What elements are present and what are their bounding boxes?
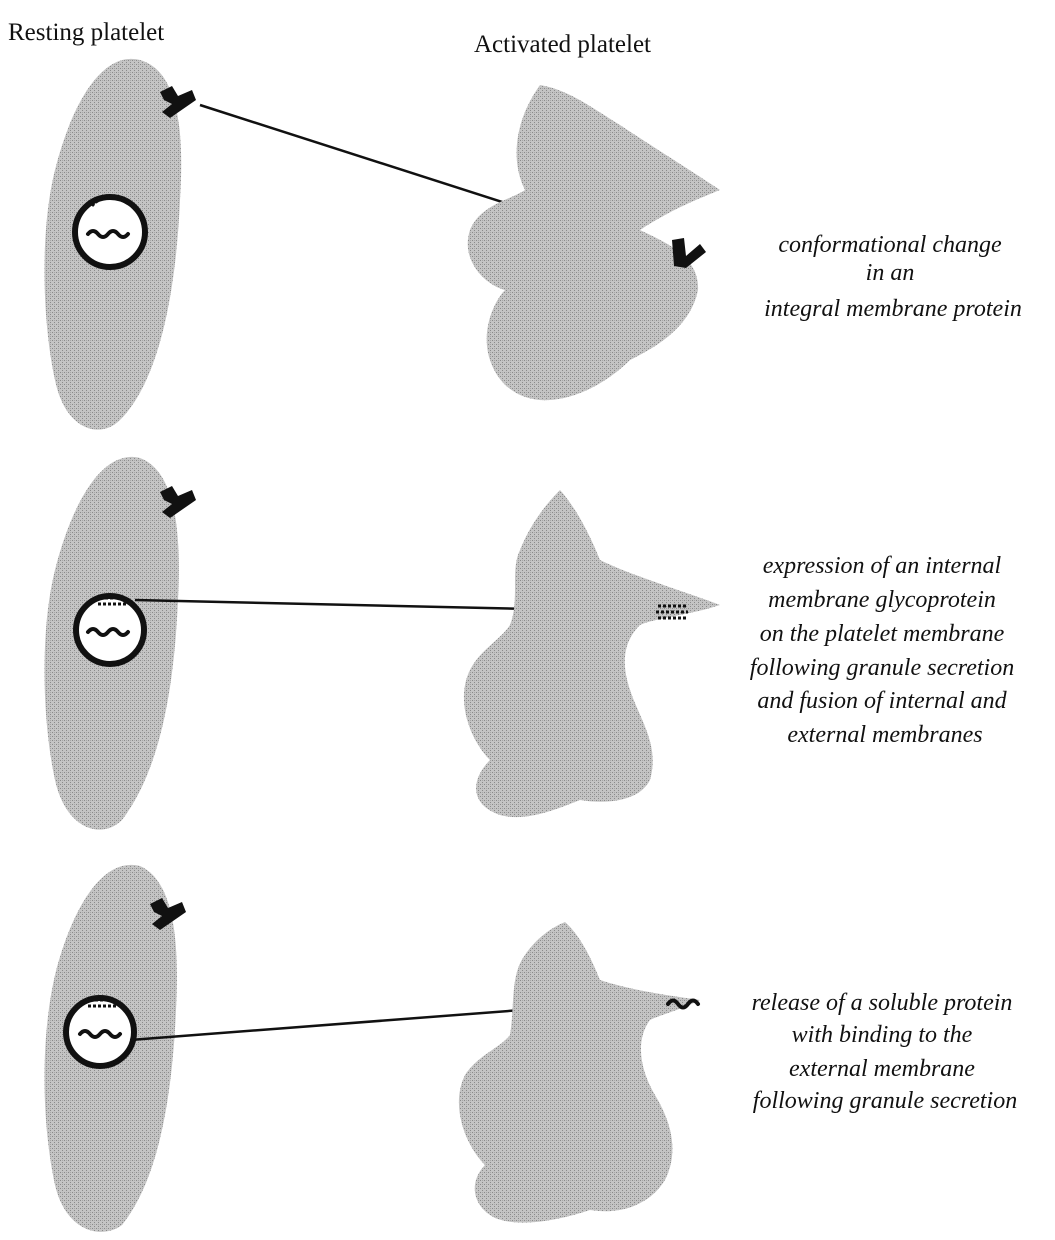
caption-row-1: conformational change in an integral mem… [764,232,1022,322]
row-soluble-protein-release: release of a soluble protein with bindin… [44,865,1018,1232]
activated-platelet-2 [464,490,720,817]
activated-platelet-3 [459,922,700,1223]
activated-platelet-header: Activated platelet [474,31,651,58]
caption-row-3: release of a soluble protein with bindin… [752,990,1019,1114]
conformed-receptor-icon [672,238,706,268]
caption-row-2: expression of an internal membrane glyco… [750,553,1020,748]
row-internal-glycoprotein-expression: expression of an internal membrane glyco… [44,457,1020,830]
resting-platelet-header: Resting platelet [8,19,164,46]
row-conformational-change: conformational change in an integral mem… [44,59,1021,430]
